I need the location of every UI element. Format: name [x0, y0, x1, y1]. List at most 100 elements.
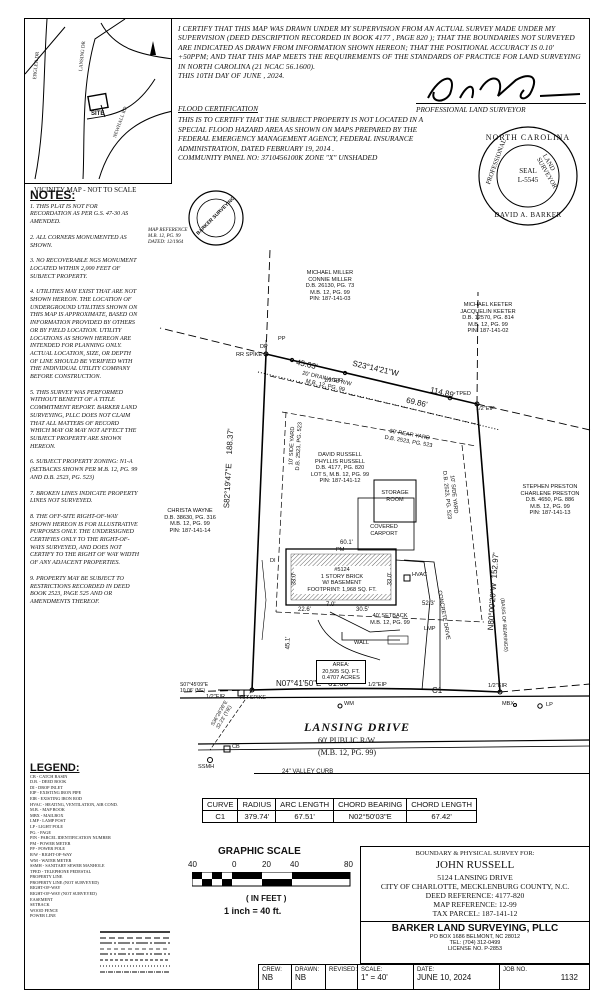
storage-label: STORAGE ROOM: [381, 490, 409, 503]
table-row: C1 379.74' 67.51' N02°50'03"E 67.42': [201, 810, 478, 823]
curve-cell: 67.42': [406, 810, 478, 823]
legend-item: PIN - PARCEL IDENTIFICATION NUMBER: [30, 835, 111, 841]
dim-60-1: 60.1': [340, 540, 353, 546]
scale-bar: [192, 872, 351, 887]
note-item: 9. PROPERTY MAY BE SUBJECT TO RESTRICTIO…: [30, 575, 130, 605]
adj-text: PIN: 187-141-03: [309, 296, 351, 303]
cb-label: CB: [232, 744, 240, 750]
adj-text: D.B. 4177, PG. 820: [315, 465, 365, 472]
east-dist: 152.97': [489, 552, 501, 579]
adjoiner-wayne: CHRISTA WAYNE D.B. 38630, PG. 316 M.B. 1…: [150, 508, 230, 534]
stamp-reference: MAP REFERENCE M.B. 12, PG. 99 DATED: 12/…: [148, 228, 187, 246]
curve-header: CHORD LENGTH: [406, 798, 478, 811]
legend-item: M.B. - MAP BOOK: [30, 807, 65, 813]
flood-text: THIS IS TO CERTIFY THAT THE SUBJECT PROP…: [178, 115, 424, 153]
area-acres: 0.4707 ACRES: [322, 675, 360, 682]
legend-item: PP - POWER POLE: [30, 846, 66, 852]
legend-item: PROPERTY LINE: [30, 874, 63, 880]
flood-heading: FLOOD CERTIFICATION: [178, 104, 258, 113]
adj-text: M.B. 12, PG. 99: [468, 321, 508, 328]
vicinity-map-drawing: [25, 19, 171, 180]
north-boundary: [265, 353, 478, 405]
adj-text: LOT 5, M.B. 12, PG. 99: [310, 471, 370, 478]
di-label: DI: [270, 558, 276, 564]
curve-header: RADIUS: [237, 798, 277, 811]
seal-center-1: SEAL: [519, 167, 537, 175]
legend-item: LMP - LAMP POST: [30, 818, 66, 824]
curve-header: CHORD BEARING: [333, 798, 408, 811]
front-setback-ref: M.B. 12, PG. 99: [370, 619, 410, 626]
scale-ratio: 1 inch = 40 ft.: [224, 906, 282, 916]
adj-text: PIN: 187-141-02: [467, 328, 509, 335]
storage-room: [373, 479, 417, 523]
note-item: 5. THIS SURVEY WAS PERFORMED WITHOUT BEN…: [30, 389, 137, 450]
area-title: AREA:: [332, 662, 350, 668]
subject-owner: DAVID RUSSELL PHYLLIS RUSSELL D.B. 4177,…: [300, 452, 380, 485]
job-label: JOB NO.: [503, 967, 528, 973]
legend-item: WOOD FENCE: [30, 907, 59, 913]
dim-52-3: 52.3': [422, 601, 435, 607]
legend-item: SSMH - SANITARY SEWER MANHOLE: [30, 863, 105, 869]
west-boundary: [251, 353, 267, 691]
footer-job: JOB NO.1132: [500, 965, 590, 990]
seal-bottom: DAVID A. BARKER: [494, 211, 562, 219]
scale-value: 1" = 40': [361, 973, 388, 982]
certification-date: THIS 10TH DAY OF JUNE , 2024.: [178, 71, 285, 81]
eir-label: 1/2"EIR: [324, 378, 344, 384]
legend-item: EIR - EXISTING IRON ROD: [30, 795, 83, 801]
flood-certification: FLOOD CERTIFICATION THIS IS TO CERTIFY T…: [178, 104, 438, 162]
note-item: 3. NO RECOVERABLE NGS MONUMENT LOCATED W…: [30, 258, 137, 280]
footer-revised: REVISED:: [326, 965, 358, 990]
rr-spike-south: RR SPIKE: [240, 695, 267, 701]
adj-text: CHRISTA WAYNE: [167, 508, 213, 514]
scale-tick: 0: [232, 860, 237, 869]
legend-item: DI - DROP INLET: [30, 784, 63, 790]
curve-header: ARC LENGTH: [275, 798, 335, 811]
lp-label: LP: [546, 702, 553, 708]
certification-text: I CERTIFY THAT THIS MAP WAS DRAWN UNDER …: [178, 24, 581, 71]
note-item: 4. UTILITIES MAY EXIST THAT ARE NOT SHOW…: [30, 289, 138, 381]
house-label: #5124 1 STORY BRICK W/ BASEMENT FOOTPRIN…: [294, 566, 390, 595]
date-label: DATE:: [417, 967, 435, 973]
legend-item: LP - LIGHT POLE: [30, 823, 64, 829]
house-basement: W/ BASEMENT: [322, 580, 362, 587]
road-name: LANSING DRIVE: [304, 720, 411, 734]
surveyor-certification: I CERTIFY THAT THIS MAP WAS DRAWN UNDER …: [178, 24, 583, 80]
eip-south-label: 1/2"EIP: [368, 682, 387, 688]
revised-label: REVISED:: [329, 967, 358, 973]
house-number: #5124: [334, 567, 350, 573]
wall-label: WALL: [354, 640, 370, 646]
adj-text: M.B. 12, PG. 99: [530, 503, 570, 510]
note-item: 2. ALL CORNERS MONUMENTED AS SHOWN.: [30, 234, 127, 249]
flood-panel: COMMUNITY PANEL NO: 3710456100K ZONE "X"…: [178, 153, 378, 163]
adj-text: PIN: 187-141-13: [529, 510, 571, 517]
curve-cell: N02°50'03"E: [333, 810, 408, 823]
scale-title: GRAPHIC SCALE: [218, 846, 301, 857]
note-item: 8. THE OFF-SITE RIGHT-OF-WAY SHOWN HEREO…: [30, 513, 140, 567]
road-rw: 60' PUBLIC R/W: [318, 736, 375, 745]
legend-section: LEGEND: CB - CATCH BASIN D.B. - DEED BOO…: [30, 762, 180, 919]
dim-22-6: 22.6': [298, 607, 311, 613]
legend-title: LEGEND:: [30, 762, 80, 774]
adj-text: D.B. 12570, PG. 814: [462, 315, 514, 322]
drawn-label: DRAWN:: [295, 967, 320, 973]
dim-33-0-b: 33.0': [387, 572, 394, 586]
offsite-dist: 10.06' (NE): [180, 688, 206, 694]
curve-header: CURVE: [201, 798, 239, 811]
eir-se-label: 1/2"EIR: [488, 683, 508, 689]
adj-text: M.B. 12, PG. 99: [170, 521, 210, 528]
scale-tick: 80: [344, 860, 353, 869]
seal-center-2: L-5545: [517, 176, 539, 184]
legend-item: EIP - EXISTING IRON PIPE: [30, 790, 82, 796]
house-outline: [285, 548, 397, 606]
footer-date: DATE:JUNE 10, 2024: [414, 965, 500, 990]
surveyor-seal: NORTH CAROLINA PROFESSIONAL LAND SURVEYO…: [477, 125, 579, 227]
dim-30-5: 30.5': [356, 607, 369, 613]
adj-text: PIN: 187-141-14: [169, 527, 211, 534]
house-type: 1 STORY BRICK: [320, 573, 364, 580]
scale-unit: ( IN FEET ): [246, 894, 287, 903]
legend-line-samples: [100, 931, 170, 973]
curve-cell: C1: [201, 810, 239, 823]
north-arrow-icon: [150, 41, 156, 55]
